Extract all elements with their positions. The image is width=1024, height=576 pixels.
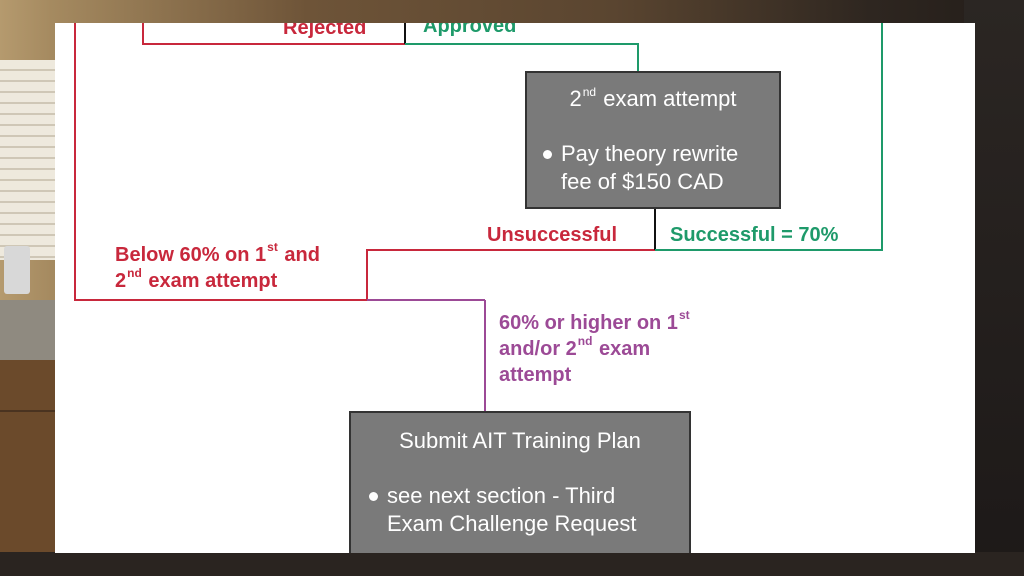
second-attempt-box: 2nd exam attempt Pay theory rewrite fee … [525,71,781,209]
below-left-connector [74,23,367,301]
approved-label: Approved [423,23,517,37]
training-plan-bullet: see next section - Third Exam Challenge … [365,482,689,538]
flowchart-slide: Rejected Approved 2nd exam attempt Pay t… [55,23,975,553]
rejected-connector [142,23,405,45]
background-counter [0,300,56,360]
background-cup [4,246,30,294]
second-attempt-bullet: Pay theory rewrite fee of $150 CAD [539,140,779,196]
training-plan-title: Submit AIT Training Plan [399,428,641,453]
background-cabinet [0,360,56,576]
successful-label: Successful = 70% [670,224,839,246]
flowchart-connectors [74,23,883,411]
successful-connector [655,23,883,251]
background-cabinet-edge [0,410,56,412]
below-60-label: Below 60% on 1st and 2nd exam attempt [115,240,320,292]
unsuccessful-connector [366,249,655,300]
rejected-label: Rejected [283,23,367,39]
background-window-blinds [0,60,56,260]
second-attempt-title: 2nd exam attempt [569,84,737,111]
higher-60-label: 60% or higher on 1st and/or 2nd exam att… [499,308,690,386]
background-floor [0,552,1024,576]
unsuccessful-label: Unsuccessful [487,224,618,246]
approved-connector [405,43,639,71]
training-plan-box: Submit AIT Training Plan see next sectio… [349,411,691,553]
